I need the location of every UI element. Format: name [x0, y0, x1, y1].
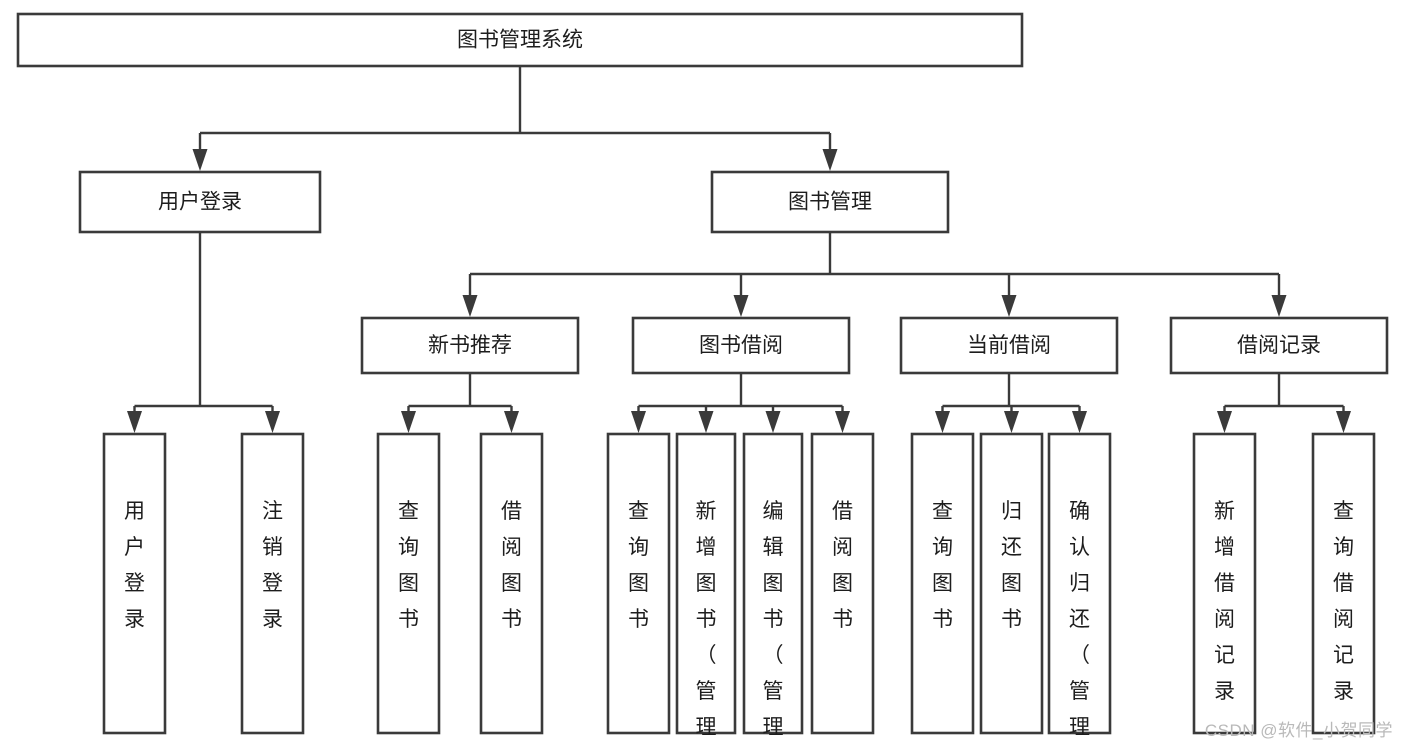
- node-box-leaf-borrow-book-2[interactable]: [810, 432, 875, 735]
- node-label-leaf-confirm-return: 确认归还（管理员）: [1069, 500, 1090, 747]
- edge-group-borrow-record: [1217, 373, 1351, 433]
- node-leaf-borrow-book-1[interactable]: 借阅图书: [479, 432, 544, 735]
- edge-group-root: [192, 66, 838, 171]
- node-label-leaf-query-book-1: 查询图书: [398, 500, 419, 631]
- edges-layer: [127, 66, 1351, 433]
- node-label-leaf-return-book: 归还图书: [1001, 500, 1022, 631]
- edge-group-current-borrow: [935, 373, 1087, 433]
- node-new-book-rec[interactable]: 新书推荐: [360, 316, 580, 375]
- node-label-leaf-add-record: 新增借阅记录: [1214, 500, 1235, 703]
- node-leaf-edit-book[interactable]: 编辑图书（管理员）: [742, 432, 804, 747]
- node-leaf-query-book-1[interactable]: 查询图书: [376, 432, 441, 735]
- node-label-user-login: 用户登录: [158, 191, 242, 214]
- node-box-borrow-record[interactable]: [1169, 316, 1389, 375]
- node-leaf-add-book[interactable]: 新增图书（管理员）: [675, 432, 737, 747]
- node-label-borrow-record: 借阅记录: [1237, 334, 1321, 357]
- node-box-leaf-query-book-2[interactable]: [606, 432, 671, 735]
- node-root[interactable]: 图书管理系统: [16, 12, 1024, 68]
- node-current-borrow[interactable]: 当前借阅: [899, 316, 1119, 375]
- node-label-root: 图书管理系统: [457, 29, 583, 52]
- node-label-book-manage: 图书管理: [788, 191, 872, 214]
- node-box-leaf-query-record[interactable]: [1311, 432, 1376, 735]
- node-label-leaf-borrow-book-1: 借阅图书: [501, 500, 522, 631]
- watermark-text: CSDN @软件_小贺同学: [1204, 721, 1393, 740]
- node-box-leaf-user-login[interactable]: [102, 432, 167, 735]
- node-box-book-manage[interactable]: [710, 170, 950, 234]
- node-label-leaf-user-login: 用户登录: [124, 500, 145, 631]
- node-box-leaf-borrow-book-1[interactable]: [479, 432, 544, 735]
- edge-group-new-book-rec: [401, 373, 519, 433]
- node-box-leaf-add-record[interactable]: [1192, 432, 1257, 735]
- node-label-leaf-add-book: 新增图书（管理员）: [696, 500, 717, 747]
- node-box-leaf-add-book[interactable]: [675, 432, 737, 735]
- nodes-layer: 图书管理系统用户登录图书管理新书推荐图书借阅当前借阅借阅记录用户登录注销登录查询…: [16, 12, 1389, 747]
- node-box-leaf-confirm-return[interactable]: [1047, 432, 1112, 735]
- node-box-leaf-logout[interactable]: [240, 432, 305, 735]
- node-box-leaf-edit-book[interactable]: [742, 432, 804, 735]
- node-leaf-confirm-return[interactable]: 确认归还（管理员）: [1047, 432, 1112, 747]
- node-book-borrow[interactable]: 图书借阅: [631, 316, 851, 375]
- node-leaf-user-login[interactable]: 用户登录: [102, 432, 167, 735]
- node-label-leaf-query-book-2: 查询图书: [628, 500, 649, 631]
- node-box-leaf-query-book-1[interactable]: [376, 432, 441, 735]
- node-label-leaf-borrow-book-2: 借阅图书: [832, 500, 853, 631]
- node-borrow-record[interactable]: 借阅记录: [1169, 316, 1389, 375]
- edge-group-user-login: [127, 232, 280, 433]
- node-label-leaf-query-book-3: 查询图书: [932, 500, 953, 631]
- node-box-leaf-return-book[interactable]: [979, 432, 1044, 735]
- node-label-leaf-query-record: 查询借阅记录: [1333, 500, 1354, 703]
- node-leaf-query-book-2[interactable]: 查询图书: [606, 432, 671, 735]
- node-label-leaf-edit-book: 编辑图书（管理员）: [763, 500, 784, 747]
- node-leaf-logout[interactable]: 注销登录: [240, 432, 305, 735]
- node-box-current-borrow[interactable]: [899, 316, 1119, 375]
- node-leaf-return-book[interactable]: 归还图书: [979, 432, 1044, 735]
- node-box-root[interactable]: [16, 12, 1024, 68]
- node-box-leaf-query-book-3[interactable]: [910, 432, 975, 735]
- node-label-leaf-logout: 注销登录: [262, 500, 283, 631]
- node-leaf-add-record[interactable]: 新增借阅记录: [1192, 432, 1257, 735]
- node-box-user-login[interactable]: [78, 170, 322, 234]
- edge-group-book-borrow: [631, 373, 850, 433]
- node-book-manage[interactable]: 图书管理: [710, 170, 950, 234]
- node-label-current-borrow: 当前借阅: [967, 334, 1051, 357]
- node-box-new-book-rec[interactable]: [360, 316, 580, 375]
- edge-group-book-manage: [462, 232, 1287, 317]
- node-box-book-borrow[interactable]: [631, 316, 851, 375]
- node-label-book-borrow: 图书借阅: [699, 334, 783, 357]
- node-user-login[interactable]: 用户登录: [78, 170, 322, 234]
- node-label-new-book-rec: 新书推荐: [428, 334, 512, 357]
- node-leaf-borrow-book-2[interactable]: 借阅图书: [810, 432, 875, 735]
- node-leaf-query-record[interactable]: 查询借阅记录: [1311, 432, 1376, 735]
- node-leaf-query-book-3[interactable]: 查询图书: [910, 432, 975, 735]
